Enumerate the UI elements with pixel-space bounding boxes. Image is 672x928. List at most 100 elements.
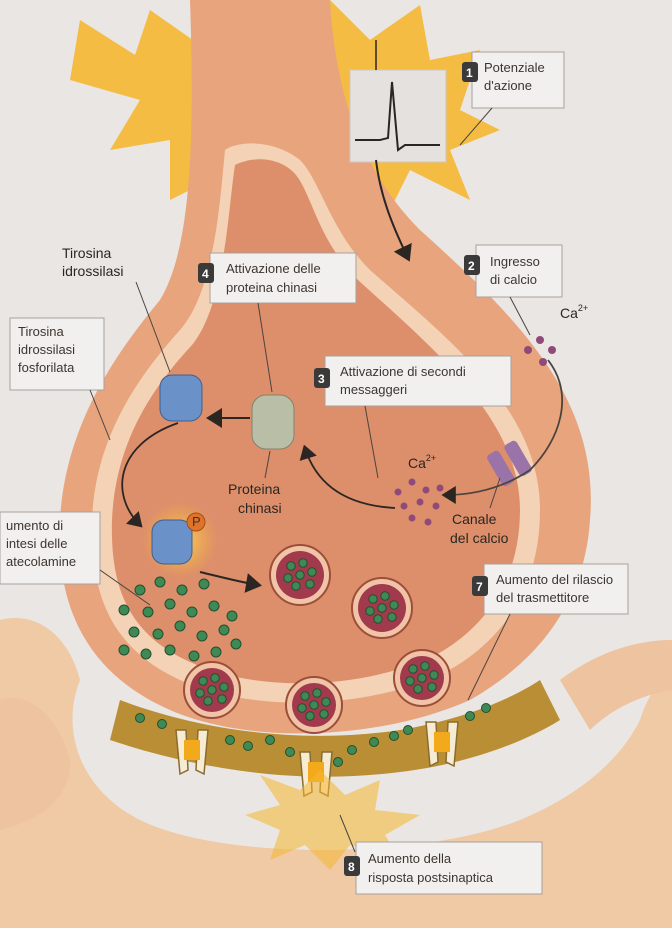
step-1-line-2: d'azione: [484, 78, 532, 93]
vesicle-transmitter: [306, 580, 314, 588]
tyrosine-hydroxylase: [160, 375, 202, 421]
step-3-line-1: Attivazione di secondi: [340, 364, 466, 379]
step-6-line-1: umento di: [6, 518, 63, 533]
step-7-line-2: del trasmettitore: [496, 590, 589, 605]
vesicle-transmitter: [199, 677, 207, 685]
vesicle-transmitter: [366, 607, 374, 615]
vesicle-transmitter: [388, 613, 396, 621]
vesicle-transmitter: [320, 710, 328, 718]
canale-line-2: del calcio: [450, 530, 509, 546]
step-5-line-3: fosforilata: [18, 360, 75, 375]
step-8-number: 8: [348, 860, 355, 874]
step-5-line-1: Tirosina: [18, 324, 65, 339]
vesicle-transmitter: [381, 592, 389, 600]
vesicle-transmitter: [220, 683, 228, 691]
vesicle-transmitter: [306, 712, 314, 720]
catecholamine-dot: [209, 601, 219, 611]
vesicle-transmitter: [421, 662, 429, 670]
phosphorylated-tyrosine-hydroxylase: [152, 520, 192, 564]
cleft-transmitter-dot: [266, 736, 275, 745]
vesicle: [286, 677, 342, 733]
step-4-line-2: proteina chinasi: [226, 280, 317, 295]
vesicle-transmitter: [204, 697, 212, 705]
cleft-transmitter-dot: [390, 732, 399, 741]
step-3-line-2: messaggeri: [340, 382, 407, 397]
step-2-line-2: di calcio: [490, 272, 537, 287]
vesicle-transmitter: [374, 615, 382, 623]
canale-line-1: Canale: [452, 511, 497, 527]
step-6-line-2: intesi delle: [6, 536, 67, 551]
cleft-transmitter-dot: [370, 738, 379, 747]
step-8-line-1: Aumento della: [368, 851, 452, 866]
vesicle-transmitter: [414, 685, 422, 693]
catecholamine-dot: [177, 585, 187, 595]
tirosina-line-2: idrossilasi: [62, 263, 123, 279]
vesicle-transmitter: [196, 689, 204, 697]
vesicle-transmitter: [430, 671, 438, 679]
cleft-transmitter-dot: [286, 748, 295, 757]
step-8-line-2: risposta postsinaptica: [368, 870, 494, 885]
catecholamine-dot: [129, 627, 139, 637]
vesicle-transmitter: [208, 686, 216, 694]
catecholamine-dot: [199, 579, 209, 589]
catecholamine-dot: [141, 649, 151, 659]
catecholamine-dot: [135, 585, 145, 595]
cleft-transmitter-dot: [158, 720, 167, 729]
proteina-line-2: chinasi: [238, 500, 282, 516]
vesicle-transmitter: [428, 683, 436, 691]
cleft-transmitter-dot: [226, 736, 235, 745]
step-4-number: 4: [202, 267, 209, 281]
proteina-line-1: Proteina: [228, 481, 280, 497]
step-6-line-3: atecolamine: [6, 554, 76, 569]
catecholamine-dot: [119, 605, 129, 615]
receptor-core: [184, 740, 200, 760]
cleft-transmitter-dot: [348, 746, 357, 755]
step-1-number: 1: [466, 66, 473, 80]
cleft-transmitter-dot: [136, 714, 145, 723]
tirosina-line-1: Tirosina: [62, 245, 111, 261]
vesicle-transmitter: [296, 571, 304, 579]
vesicle-transmitter: [284, 574, 292, 582]
vesicle-transmitter: [310, 701, 318, 709]
cleft-transmitter-dot: [244, 742, 253, 751]
phosphate-label: P: [192, 514, 201, 529]
catecholamine-dot: [165, 645, 175, 655]
catecholamine-dot: [227, 611, 237, 621]
cleft-transmitter-dot: [466, 712, 475, 721]
vesicle: [352, 578, 412, 638]
vesicle-transmitter: [322, 698, 330, 706]
vesicle-transmitter: [298, 704, 306, 712]
vesicle-transmitter: [418, 674, 426, 682]
vesicle-transmitter: [313, 689, 321, 697]
vesicle-transmitter: [299, 559, 307, 567]
cleft-transmitter-dot: [334, 758, 343, 767]
step-3-number: 3: [318, 372, 325, 386]
step-2-number: 2: [468, 259, 475, 273]
vesicle-transmitter: [301, 692, 309, 700]
vesicle-transmitter: [409, 665, 417, 673]
catecholamine-dot: [143, 607, 153, 617]
step-7-line-1: Aumento del rilascio: [496, 572, 613, 587]
vesicle-transmitter: [211, 674, 219, 682]
catecholamine-dot: [155, 577, 165, 587]
catecholamine-dot: [165, 599, 175, 609]
step-4-line-1: Attivazione delle: [226, 261, 321, 276]
catecholamine-dot: [211, 647, 221, 657]
vesicle-transmitter: [308, 568, 316, 576]
receptor-core: [434, 732, 450, 752]
vesicle-transmitter: [378, 604, 386, 612]
step-7-number: 7: [476, 580, 483, 594]
vesicle-transmitter: [287, 562, 295, 570]
catecholamine-dot: [231, 639, 241, 649]
catecholamine-dot: [219, 625, 229, 635]
vesicle-transmitter: [406, 677, 414, 685]
vesicle: [270, 545, 330, 605]
vesicle-transmitter: [390, 601, 398, 609]
catecholamine-dot: [197, 631, 207, 641]
vesicle-transmitter: [369, 595, 377, 603]
protein-kinase: [252, 395, 294, 449]
vesicle-transmitter: [218, 695, 226, 703]
vesicle: [184, 662, 240, 718]
